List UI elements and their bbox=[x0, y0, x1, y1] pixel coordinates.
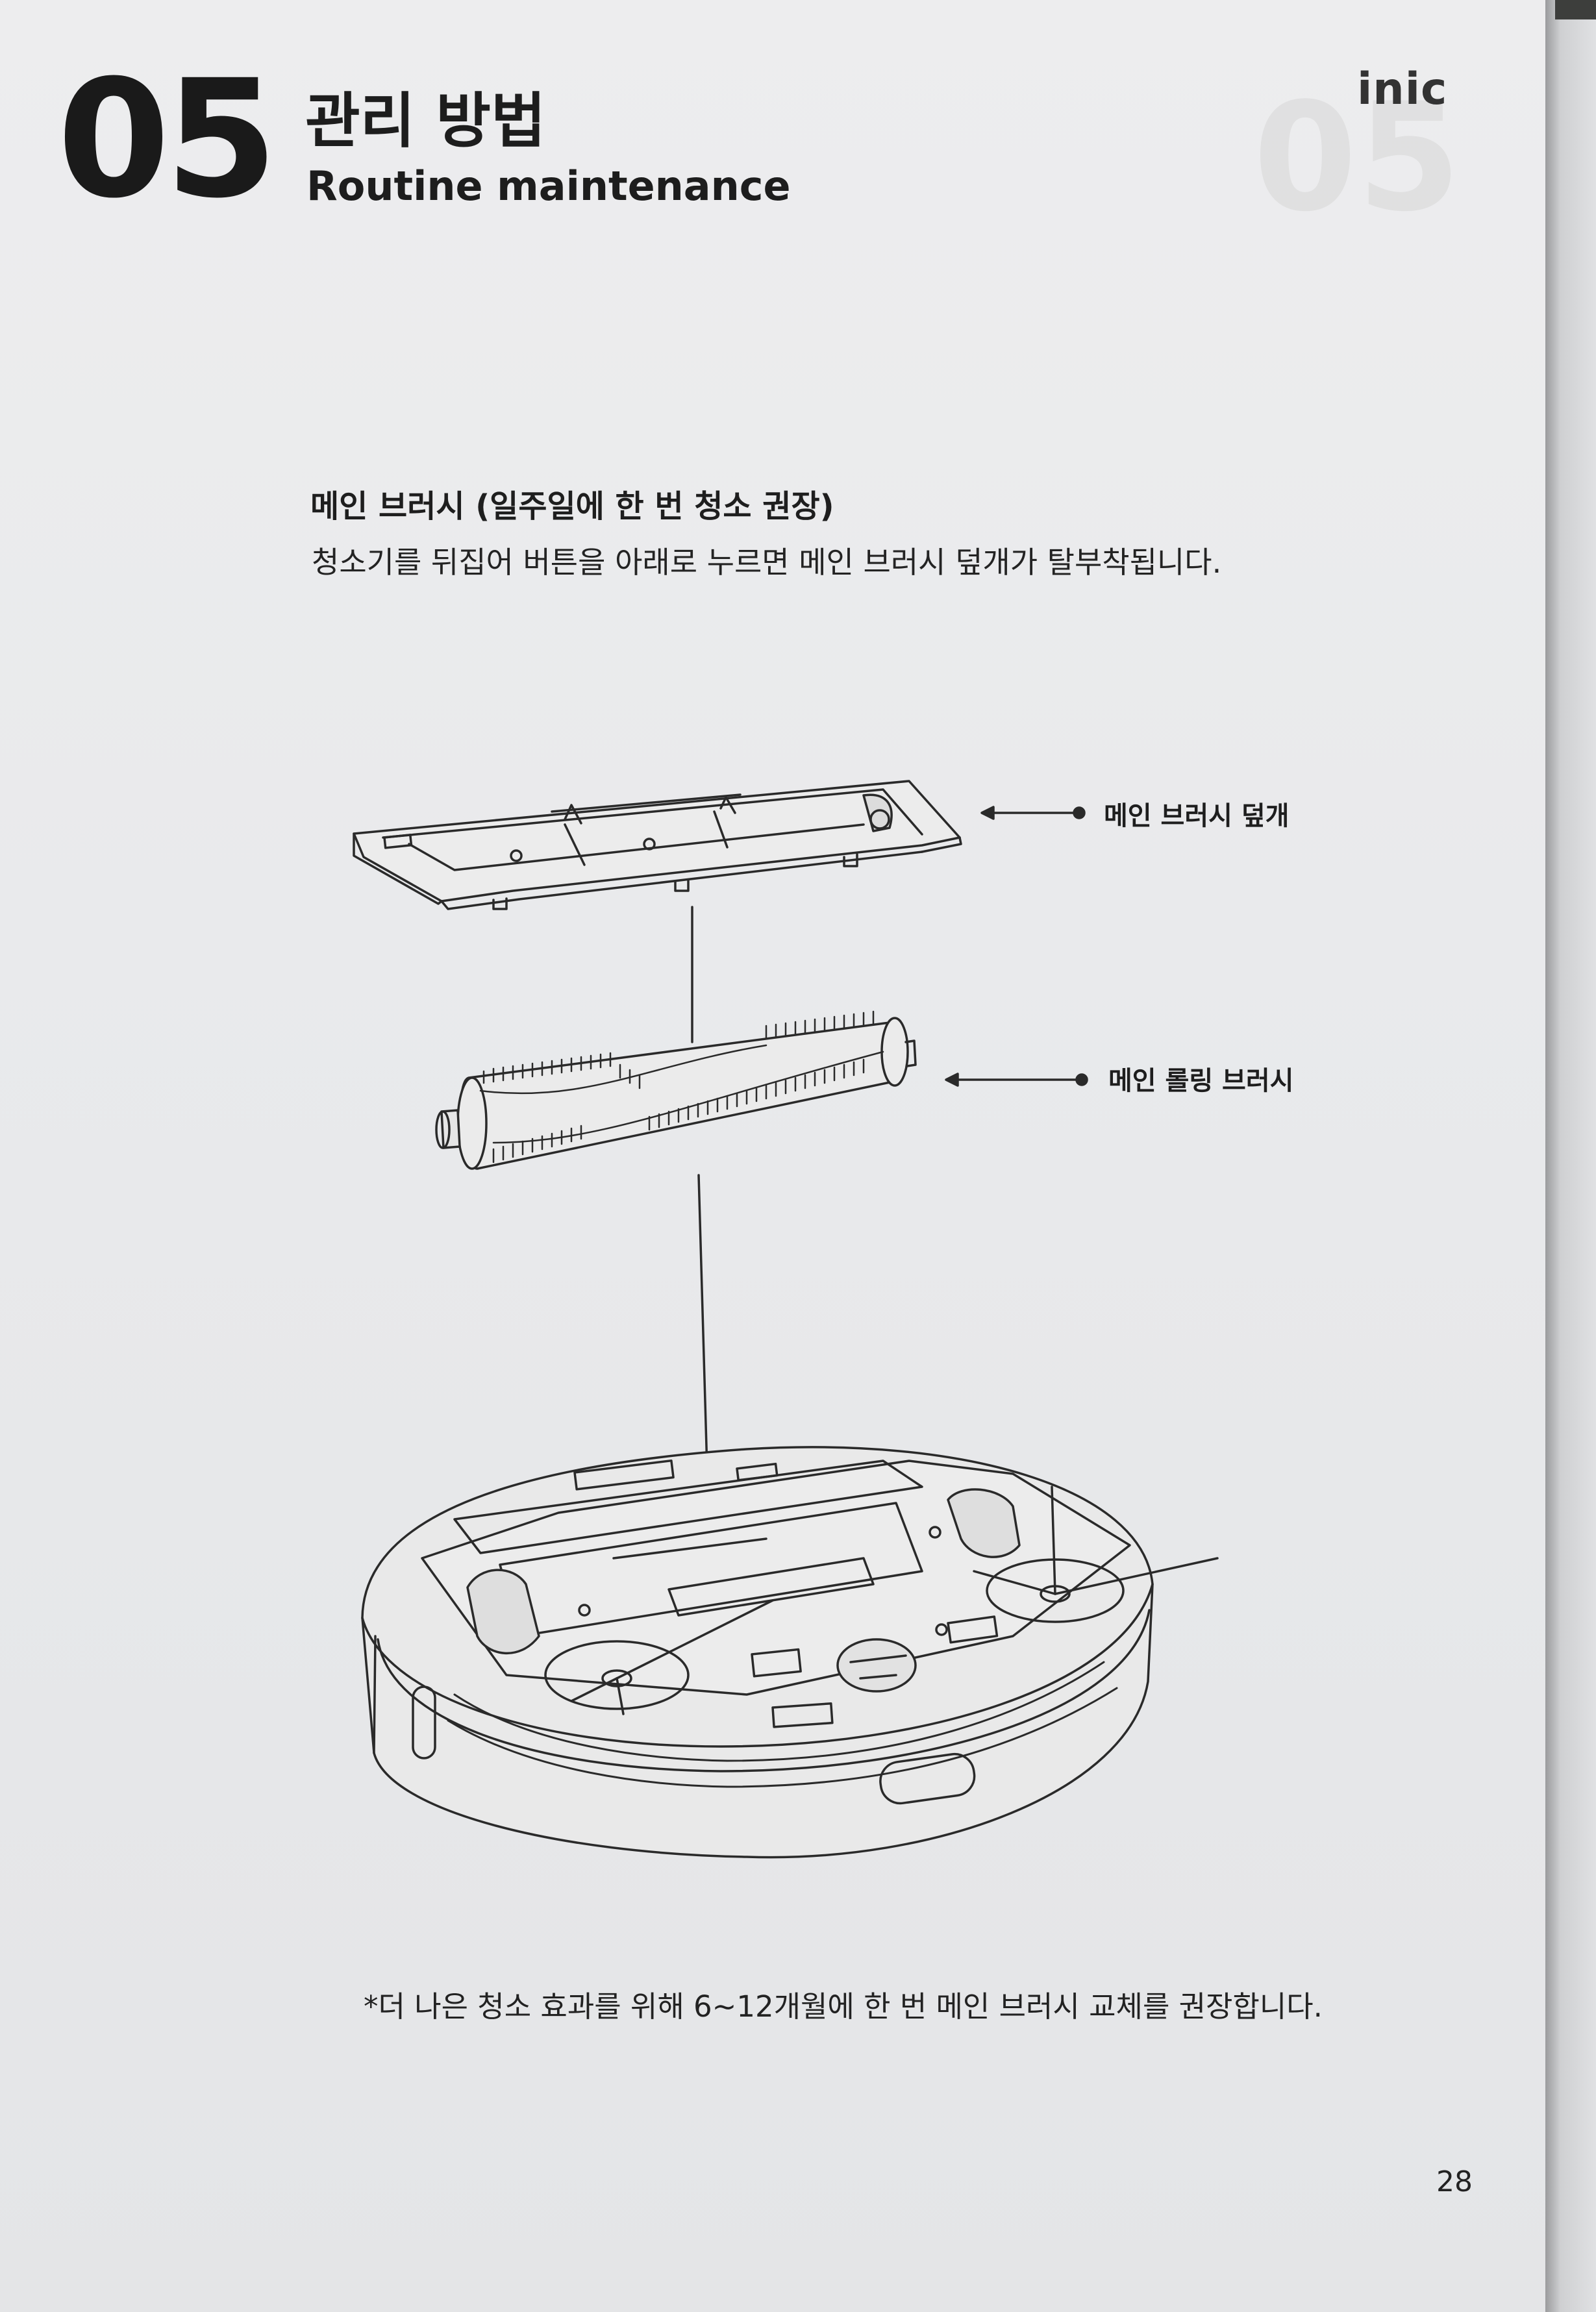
page-title-english: Routine maintenance bbox=[306, 162, 791, 210]
manual-page bbox=[0, 0, 1545, 2312]
page-edge bbox=[1545, 0, 1596, 2312]
page-title-korean: 관리 방법 bbox=[305, 86, 546, 156]
arrow-left-icon bbox=[945, 1073, 959, 1087]
label-rolling-brush: 메인 롤링 브러시 bbox=[1108, 1066, 1294, 1096]
page-number: 28 bbox=[1436, 2165, 1473, 2198]
callout-brush bbox=[945, 1073, 1088, 1087]
rolling-brush-illustration bbox=[435, 1010, 917, 1170]
section-heading: 메인 브러시 (일주일에 한 번 청소 권장) bbox=[310, 488, 834, 525]
background-corner bbox=[1555, 0, 1596, 19]
arrow-left-icon bbox=[980, 806, 995, 820]
show-through-ghost: 05 bbox=[1253, 71, 1462, 245]
brand-logo: inic bbox=[1357, 64, 1448, 115]
robot-vacuum-underside-illustration bbox=[361, 1446, 1219, 1859]
callout-cover bbox=[980, 806, 1086, 820]
brush-cover-illustration bbox=[353, 780, 962, 910]
replacement-note: *더 나은 청소 효과를 위해 6~12개월에 한 번 메인 브러시 교체를 권… bbox=[364, 1989, 1323, 2024]
chapter-number: 05 bbox=[57, 45, 278, 234]
section-description: 청소기를 뒤집어 버튼을 아래로 누르면 메인 브러시 덮개가 탈부착됩니다. bbox=[312, 545, 1222, 580]
label-brush-cover: 메인 브러시 덮개 bbox=[1104, 801, 1290, 831]
